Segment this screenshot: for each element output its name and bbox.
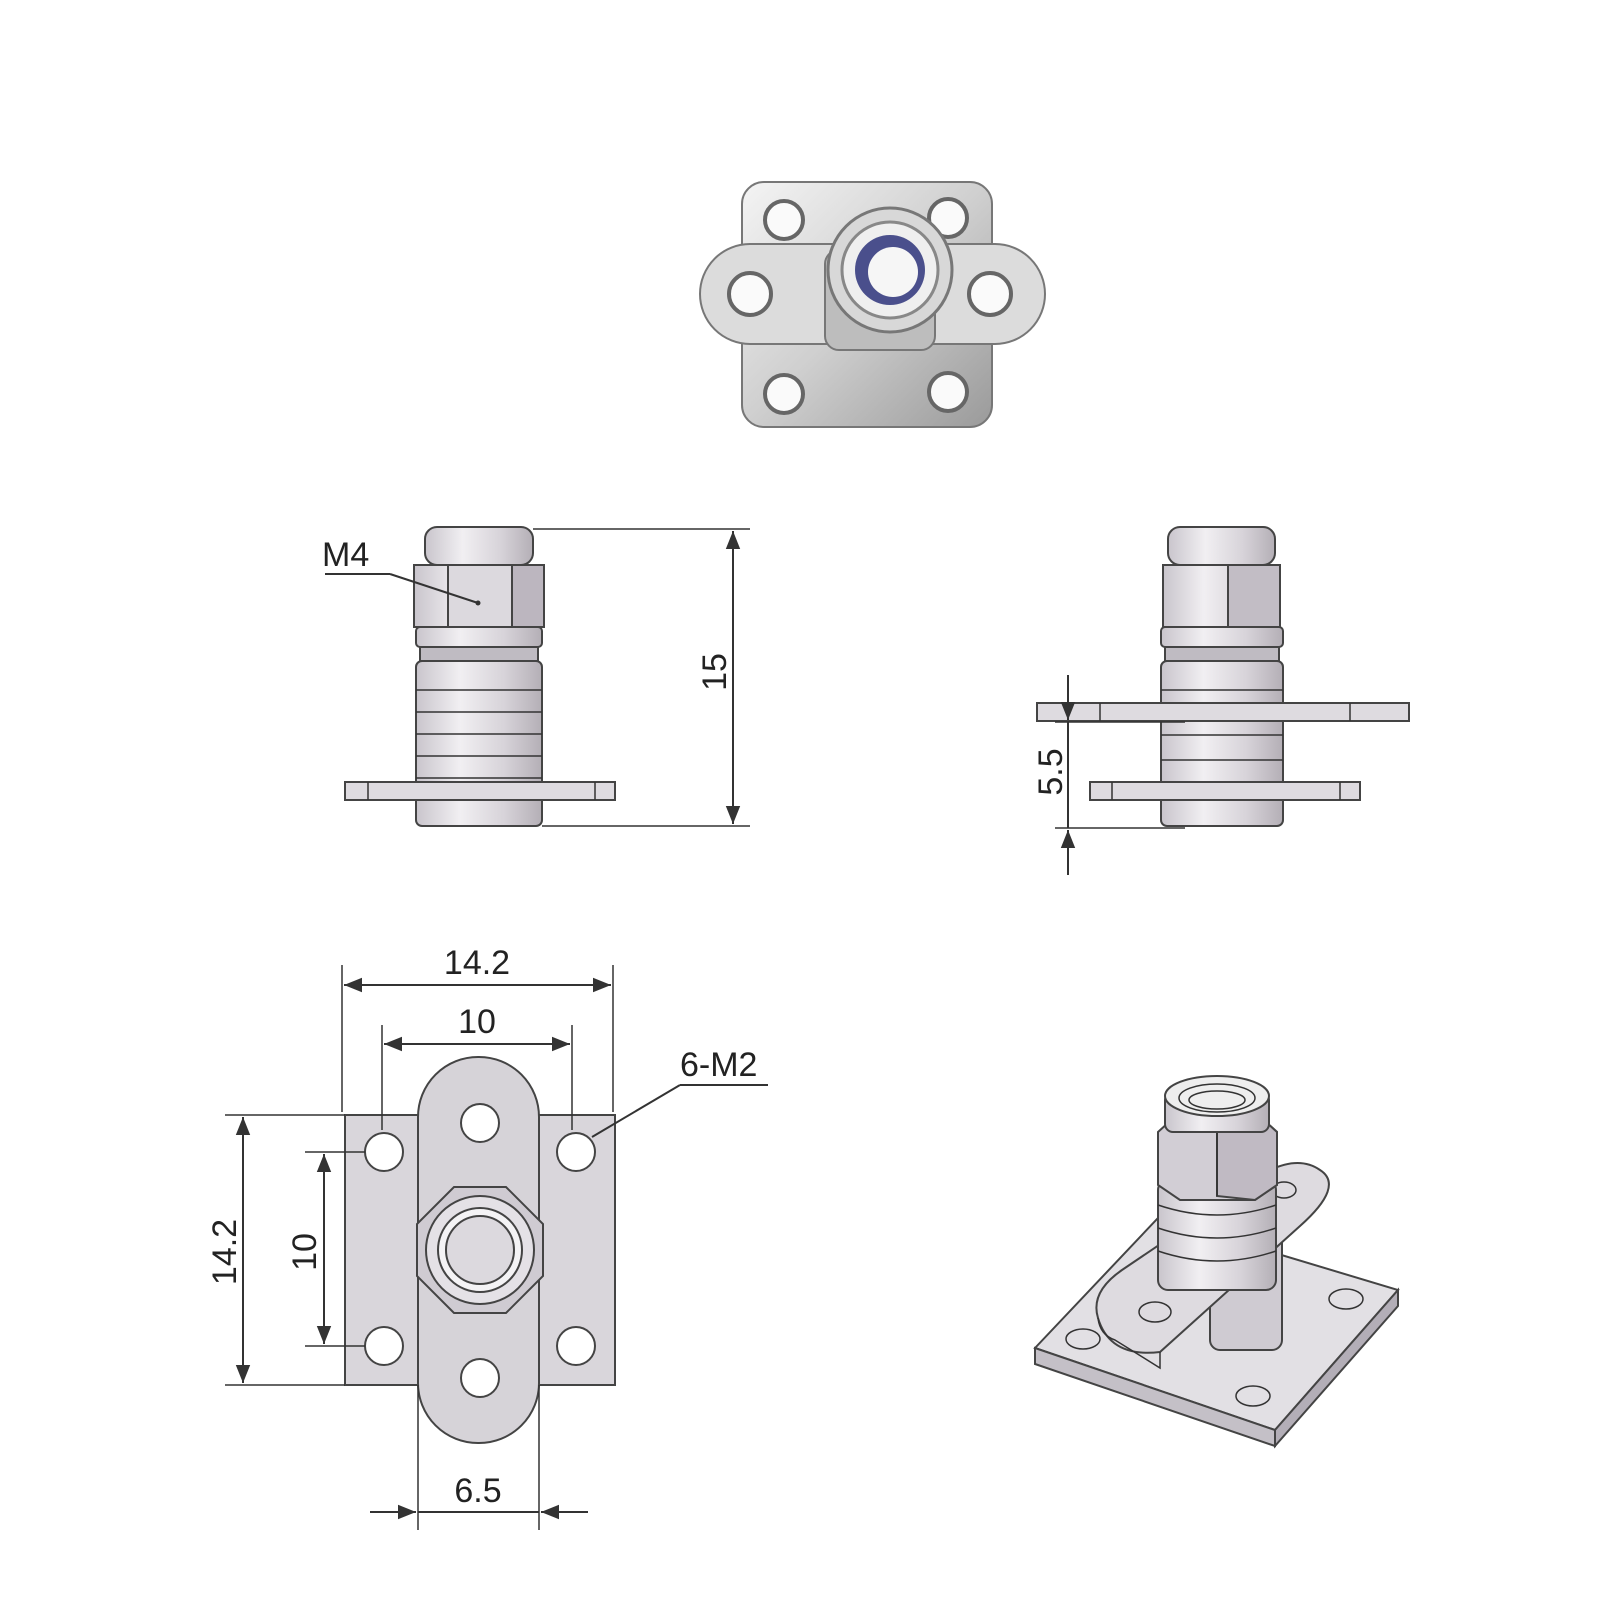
hole-spacing-v-dimension-label: 10 xyxy=(286,1233,324,1271)
mounting-hole xyxy=(460,1358,500,1398)
hole-callout-label: 6-M2 xyxy=(680,1046,757,1084)
connector-photo-icon xyxy=(699,181,1046,428)
mounting-hole xyxy=(556,1326,596,1366)
connector-isometric-icon xyxy=(1033,1075,1400,1449)
thread-size-label: M4 xyxy=(322,536,369,574)
side-view-right: 5.5 xyxy=(1032,526,1410,875)
panel-gap-dimension-label: 5.5 xyxy=(1032,748,1070,795)
mounting-hole xyxy=(364,1132,404,1172)
mounting-hole xyxy=(364,1326,404,1366)
flange-height-dimension-label: 14.2 xyxy=(206,1219,244,1285)
tab-width-dimension-label: 6.5 xyxy=(454,1472,501,1510)
height-dimension-label: 15 xyxy=(696,653,734,691)
side-view-left: M4 15 xyxy=(322,526,750,827)
hole-spacing-h-dimension-label: 10 xyxy=(458,1003,496,1041)
flange-width-dimension-label: 14.2 xyxy=(444,944,510,982)
mounting-hole xyxy=(460,1103,500,1143)
mounting-hole xyxy=(556,1132,596,1172)
front-view: 14.2 10 6-M2 14.2 10 6.5 xyxy=(206,944,768,1530)
